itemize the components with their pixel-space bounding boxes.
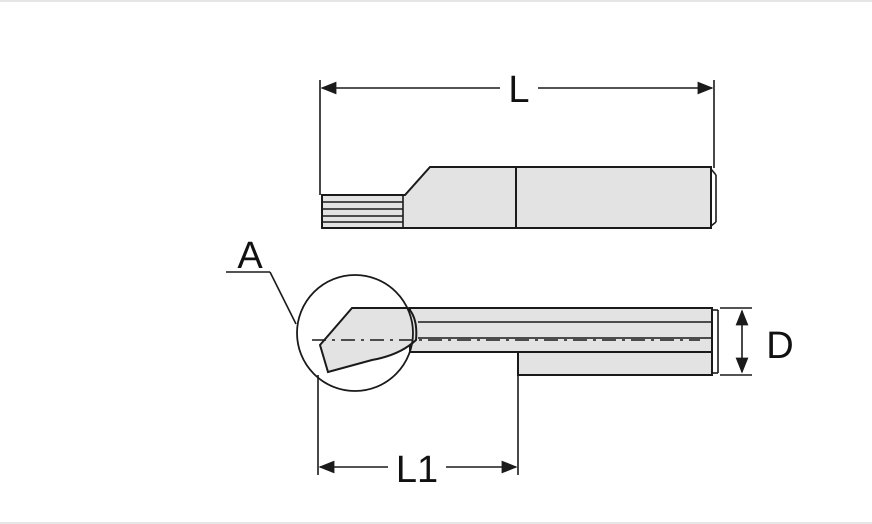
label-L: L: [508, 69, 529, 111]
side-view-end-bevel: [710, 168, 717, 176]
cutting-head: [318, 307, 418, 374]
label-A: A: [237, 235, 263, 277]
top-view-shank-lower: [517, 351, 713, 376]
side-view: [321, 166, 717, 229]
detail-A-circle: [296, 274, 414, 392]
label-D: D: [766, 325, 793, 367]
dimension-L1: [317, 375, 519, 475]
leader-A: [226, 271, 297, 325]
dimension-D: [720, 307, 752, 376]
dimension-L: [319, 80, 715, 195]
frame-top: [0, 0, 872, 2]
top-view-neck: [410, 351, 519, 375]
top-view: [296, 274, 719, 392]
frame-bottom: [0, 522, 872, 524]
top-view-shank-upper: [409, 307, 713, 353]
label-L1: L1: [396, 449, 438, 491]
